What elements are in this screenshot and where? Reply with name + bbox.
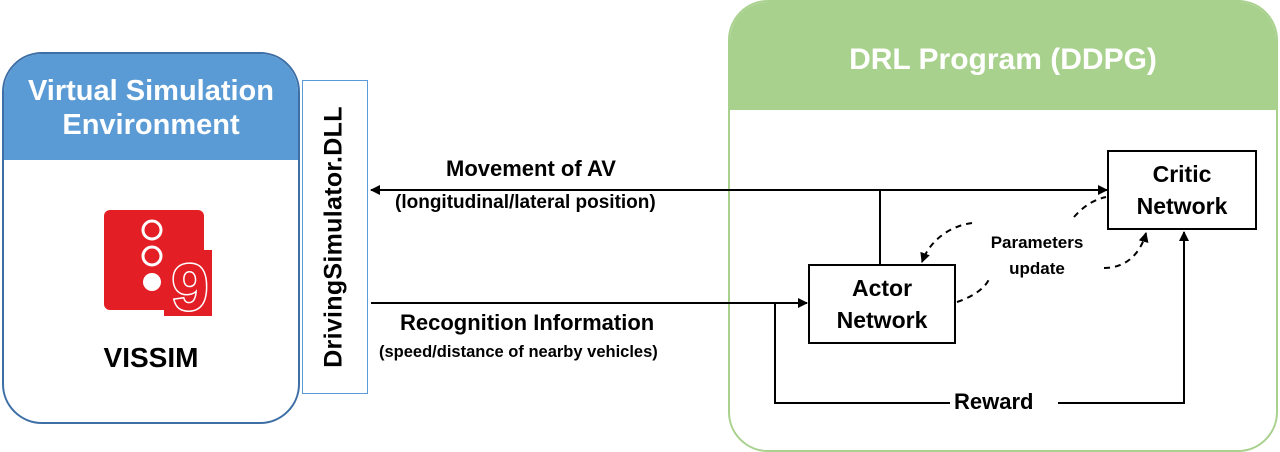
critic-network-box: Critic Network <box>1107 150 1257 230</box>
actor-network-label: Actor Network <box>836 275 928 333</box>
recognition-sublabel: (speed/distance of nearby vehicles) <box>379 343 658 361</box>
critic-network-label: Critic Network <box>1136 161 1228 219</box>
actor-network-box: Actor Network <box>808 264 956 344</box>
simulation-panel-header <box>4 54 298 160</box>
movement-sublabel: (longitudinal/lateral position) <box>395 192 656 213</box>
vissim-logo-digit: 9 <box>172 250 209 320</box>
drl-panel-title: DRL Program (DDPG) <box>849 43 1157 76</box>
dll-label: DrivingSimulator.DLL <box>319 106 348 368</box>
reward-label: Reward <box>950 389 1038 415</box>
simulation-environment-panel: Virtual Simulation Environment 9 VISSIM <box>2 52 300 424</box>
recognition-label: Recognition Information <box>400 310 655 335</box>
drl-panel-header <box>730 2 1276 110</box>
parameters-update-label: Parameters update <box>990 233 1084 278</box>
vissim-logo-icon: 9 <box>104 210 212 320</box>
movement-label: Movement of AV <box>446 156 616 181</box>
vissim-label: VISSIM <box>103 342 199 373</box>
simulation-panel-title: Virtual Simulation Environment <box>27 75 274 141</box>
dll-interface-box <box>302 80 368 394</box>
